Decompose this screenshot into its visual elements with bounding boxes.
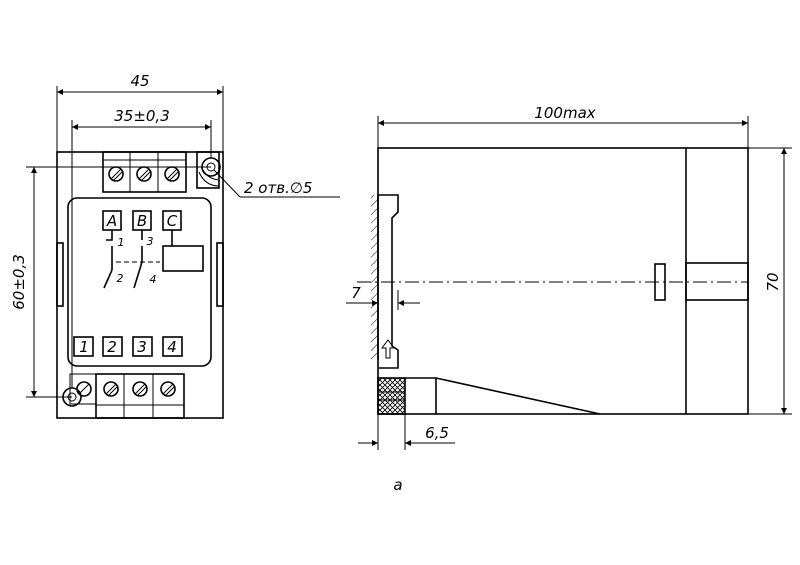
front-view: A B C 1 3 2 4 1 2 — [10, 72, 340, 419]
output-label-4: 4 — [167, 338, 177, 356]
dim-length-label: 100max — [534, 104, 595, 122]
terminal-section — [377, 377, 406, 415]
contact-number-3: 3 — [147, 235, 154, 248]
mounting-wall — [371, 195, 379, 360]
hole-note-label: 2 отв.∅5 — [244, 179, 312, 197]
dim-height-label: 60±0,3 — [10, 254, 28, 310]
terminal-screw-icon — [160, 381, 176, 397]
dim-width: 45 — [56, 72, 224, 152]
output-terminal-labels: 1 2 3 4 — [73, 336, 183, 357]
dim-height: 60±0,3 — [10, 166, 211, 398]
dim-mount-spacing: 35±0,3 — [71, 107, 212, 388]
dim-thickness: 6,5 — [358, 414, 455, 450]
dim-offset: 7 — [346, 284, 420, 310]
top-terminal-block — [102, 151, 187, 193]
relay-terminal-labels: A B C — [102, 210, 182, 231]
terminal-screw-icon — [103, 381, 119, 397]
bottom-terminal-block — [69, 373, 185, 419]
hole-callout: 2 отв.∅5 — [213, 169, 340, 198]
base-wedge — [405, 377, 601, 415]
terminal-label-b: B — [137, 212, 147, 230]
contact-number-1: 1 — [118, 236, 125, 249]
contact-number-4: 4 — [150, 273, 157, 286]
dim-side-height-label: 70 — [764, 272, 782, 291]
right-side-groove — [216, 242, 224, 307]
terminal-screw-icon — [136, 166, 152, 182]
dim-side-height: 70 — [748, 147, 792, 415]
dim-length: 100max — [377, 104, 749, 148]
terminal-label-a: A — [106, 212, 117, 230]
contact-schematic: 1 3 2 4 — [103, 230, 204, 289]
mounting-clip — [378, 194, 399, 369]
terminal-screw-icon — [164, 166, 180, 182]
dim-thickness-label: 6,5 — [425, 424, 449, 442]
side-body-outline — [377, 147, 749, 415]
terminal-screw-icon — [132, 381, 148, 397]
dim-width-label: 45 — [130, 72, 149, 90]
figure-caption: а — [393, 476, 402, 494]
dim-mount-spacing-label: 35±0,3 — [114, 107, 170, 125]
output-label-1: 1 — [79, 338, 89, 356]
output-label-2: 2 — [107, 338, 117, 356]
terminal-screw-icon — [76, 381, 92, 397]
output-label-3: 3 — [137, 338, 147, 356]
dim-offset-label: 7 — [351, 284, 361, 302]
relay-coil-icon — [162, 245, 204, 272]
front-panel — [67, 197, 212, 367]
terminal-label-c: C — [167, 212, 178, 230]
side-view: 100max 70 7 6,5 — [346, 104, 792, 450]
left-side-groove — [56, 242, 64, 307]
terminal-screw-icon — [108, 166, 124, 182]
contact-number-2: 2 — [117, 272, 124, 285]
mounting-hole-top — [196, 151, 221, 189]
